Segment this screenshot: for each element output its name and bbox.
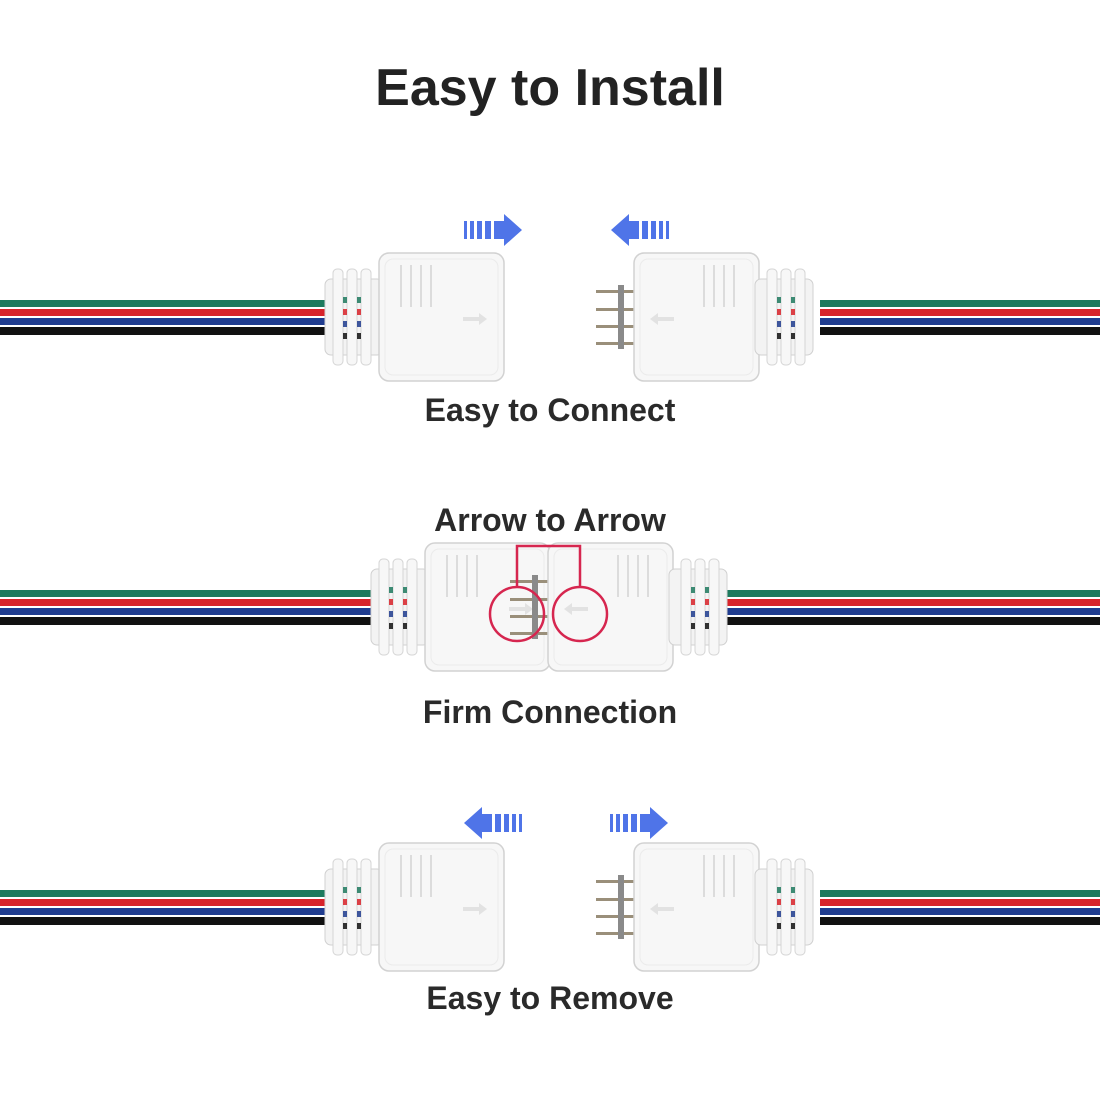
female-connector <box>370 542 551 672</box>
female-connector <box>324 842 505 972</box>
dashed-arrow-icon-right <box>610 807 668 839</box>
caption-easy-to-connect: Easy to Connect <box>424 392 676 428</box>
male-connector <box>595 842 814 972</box>
dashed-arrow-icon-left <box>464 807 522 839</box>
row-connect <box>0 214 1100 382</box>
male-connector <box>595 252 814 382</box>
dashed-arrow-icon-right <box>464 214 522 246</box>
row-firm <box>0 542 1100 672</box>
dashed-arrow-icon-left <box>611 214 669 246</box>
left-wire-bundle <box>0 890 330 925</box>
caption-arrow-to-arrow: Arrow to Arrow <box>434 502 666 538</box>
right-wire-bundle <box>820 890 1100 925</box>
right-wire-bundle <box>720 590 1100 625</box>
arrow-highlight-bracket <box>515 544 582 587</box>
right-wire-bundle <box>820 300 1100 335</box>
caption-firm-connection: Firm Connection <box>422 694 678 730</box>
caption-easy-to-remove: Easy to Remove <box>426 980 674 1016</box>
left-wire-bundle <box>0 590 380 625</box>
left-wire-bundle <box>0 300 330 335</box>
page-title: Easy to Install <box>375 59 725 117</box>
female-connector <box>324 252 505 382</box>
row-remove <box>0 807 1100 972</box>
